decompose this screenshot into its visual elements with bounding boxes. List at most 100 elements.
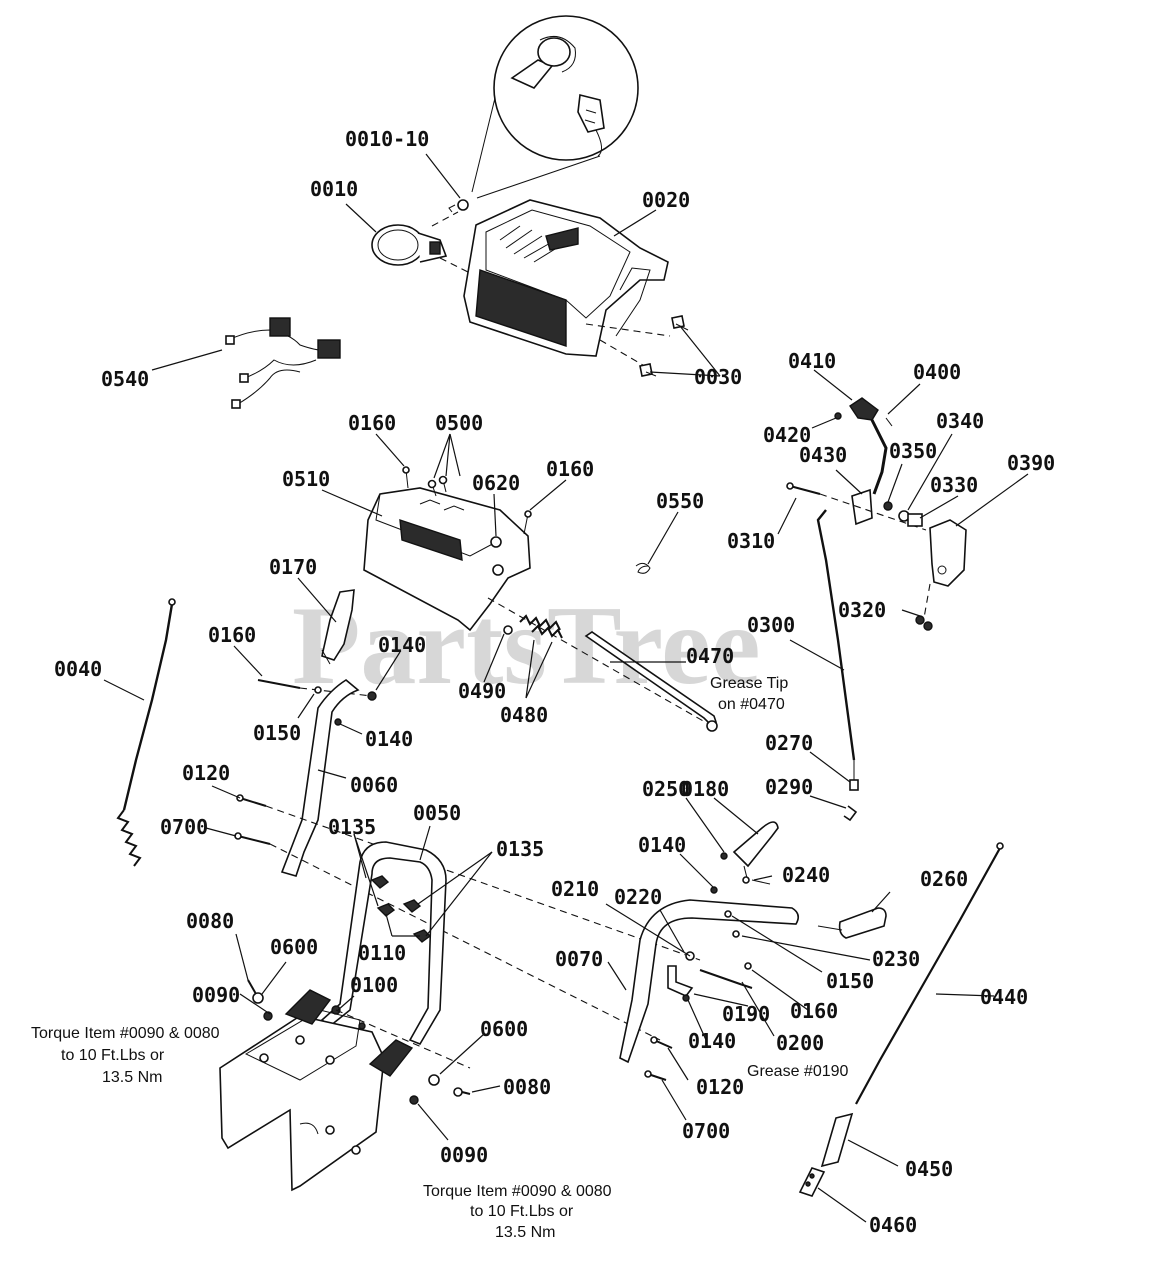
label-0310: 0310 bbox=[727, 529, 775, 553]
label-0150-a: 0150 bbox=[253, 721, 301, 745]
label-0500: 0500 bbox=[435, 411, 483, 435]
label-0120-b: 0120 bbox=[696, 1075, 744, 1099]
springs-0480 bbox=[519, 614, 563, 639]
label-0390: 0390 bbox=[1007, 451, 1055, 475]
lever-0410 bbox=[849, 397, 888, 495]
bolt-0080-right bbox=[453, 1087, 471, 1097]
label-0340: 0340 bbox=[936, 409, 984, 433]
label-0210: 0210 bbox=[551, 877, 599, 901]
screw-0030-b bbox=[639, 363, 657, 377]
label-0470: 0470 bbox=[686, 644, 734, 668]
label-0480: 0480 bbox=[500, 703, 548, 727]
label-0140-d: 0140 bbox=[688, 1029, 736, 1053]
label-0050: 0050 bbox=[413, 801, 461, 825]
label-0170: 0170 bbox=[269, 555, 317, 579]
label-0040: 0040 bbox=[54, 657, 102, 681]
rod-0300 bbox=[816, 509, 856, 761]
label-0160-d: 0160 bbox=[790, 999, 838, 1023]
label-0135-a: 0135 bbox=[328, 815, 376, 839]
label-0330: 0330 bbox=[930, 473, 978, 497]
ferrule-0270 bbox=[849, 779, 859, 791]
frame-bracket bbox=[219, 1009, 385, 1192]
note-grease-0190: Grease #0190 bbox=[747, 1063, 849, 1080]
label-0090-b: 0090 bbox=[440, 1143, 488, 1167]
bolt-0700-left bbox=[234, 832, 271, 845]
label-0410: 0410 bbox=[788, 349, 836, 373]
grip-0260 bbox=[817, 907, 887, 939]
label-0600-a: 0600 bbox=[270, 935, 318, 959]
nut-0090-bottom bbox=[409, 1095, 419, 1105]
cable-end-0240 bbox=[742, 865, 771, 885]
sleeve-0450 bbox=[820, 1112, 854, 1168]
label-0320: 0320 bbox=[838, 598, 886, 622]
clip-0550 bbox=[635, 562, 651, 574]
part-number-labels: 0010-10 0010 0020 0030 0540 0410 0400 04… bbox=[54, 127, 1055, 1237]
washer-0600-left bbox=[252, 992, 264, 1004]
washer-0490 bbox=[503, 625, 513, 635]
bolt-0160-right bbox=[523, 510, 532, 535]
label-0290: 0290 bbox=[765, 775, 813, 799]
label-0220: 0220 bbox=[614, 885, 662, 909]
note-grease-tip-line1: Grease Tip bbox=[710, 675, 788, 692]
label-0420: 0420 bbox=[763, 423, 811, 447]
label-0600-b: 0600 bbox=[480, 1017, 528, 1041]
leader-lines bbox=[103, 153, 1029, 1223]
label-0120-a: 0120 bbox=[182, 761, 230, 785]
washer-0350 bbox=[883, 501, 893, 511]
note-grease-tip-line2: on #0470 bbox=[718, 696, 785, 713]
label-0160-b: 0160 bbox=[546, 457, 594, 481]
label-0430: 0430 bbox=[799, 443, 847, 467]
washer-0600-right bbox=[428, 1074, 440, 1086]
label-0510: 0510 bbox=[282, 467, 330, 491]
label-0440: 0440 bbox=[980, 985, 1028, 1009]
label-0230: 0230 bbox=[872, 947, 920, 971]
watermark: PartsTree bbox=[292, 584, 761, 708]
label-0030: 0030 bbox=[694, 365, 742, 389]
bolt-0120-left bbox=[236, 794, 267, 807]
label-0300: 0300 bbox=[747, 613, 795, 637]
note-torque-bottom-line1: Torque Item #0090 & 0080 bbox=[423, 1183, 612, 1200]
label-0490: 0490 bbox=[458, 679, 506, 703]
note-torque-left-line2: to 10 Ft.Lbs or bbox=[61, 1047, 165, 1064]
wire-harness-0540 bbox=[225, 317, 341, 409]
label-0080-b: 0080 bbox=[503, 1075, 551, 1099]
bolt-0160-right-handle bbox=[744, 962, 752, 970]
label-0135-b: 0135 bbox=[496, 837, 544, 861]
assembly-notes: Grease Tip on #0470 Grease #0190 Torque … bbox=[31, 675, 849, 1241]
label-0140-a: 0140 bbox=[378, 633, 426, 657]
lever-0170 bbox=[321, 589, 355, 665]
label-0400: 0400 bbox=[913, 360, 961, 384]
bolt-0160-top bbox=[402, 466, 410, 489]
label-0020: 0020 bbox=[642, 188, 690, 212]
bolt-0310 bbox=[786, 482, 821, 495]
screw-0030-a bbox=[671, 315, 689, 331]
label-0010: 0010 bbox=[310, 177, 358, 201]
spring-0460 bbox=[798, 1167, 826, 1197]
knobs-0110 bbox=[370, 875, 432, 943]
spacer-0330 bbox=[907, 513, 923, 527]
note-torque-bottom-line2: to 10 Ft.Lbs or bbox=[470, 1203, 574, 1220]
label-0700-b: 0700 bbox=[682, 1119, 730, 1143]
handle-upper-left-0060 bbox=[280, 679, 360, 877]
label-0090-a: 0090 bbox=[192, 983, 240, 1007]
shaft-0470 bbox=[584, 631, 718, 732]
label-0700-a: 0700 bbox=[160, 815, 208, 839]
bolt-0160-left bbox=[257, 679, 301, 689]
bolt-0700-right bbox=[644, 1070, 667, 1081]
bracket-0430 bbox=[851, 488, 873, 526]
label-0140-c: 0140 bbox=[638, 833, 686, 857]
headlight-0010 bbox=[371, 199, 469, 273]
label-0180: 0180 bbox=[681, 777, 729, 801]
dash-bracket-0510 bbox=[363, 487, 531, 632]
label-0270: 0270 bbox=[765, 731, 813, 755]
label-0140-b: 0140 bbox=[365, 727, 413, 751]
note-torque-left-line3: 13.5 Nm bbox=[102, 1069, 162, 1086]
handle-mount-left bbox=[284, 989, 332, 1025]
label-0540: 0540 bbox=[101, 367, 149, 391]
bolts-0500 bbox=[427, 475, 448, 497]
spring-0200 bbox=[699, 969, 753, 989]
clip-0290 bbox=[843, 805, 858, 822]
bolt-0120-right bbox=[650, 1036, 673, 1049]
label-0450: 0450 bbox=[905, 1157, 953, 1181]
